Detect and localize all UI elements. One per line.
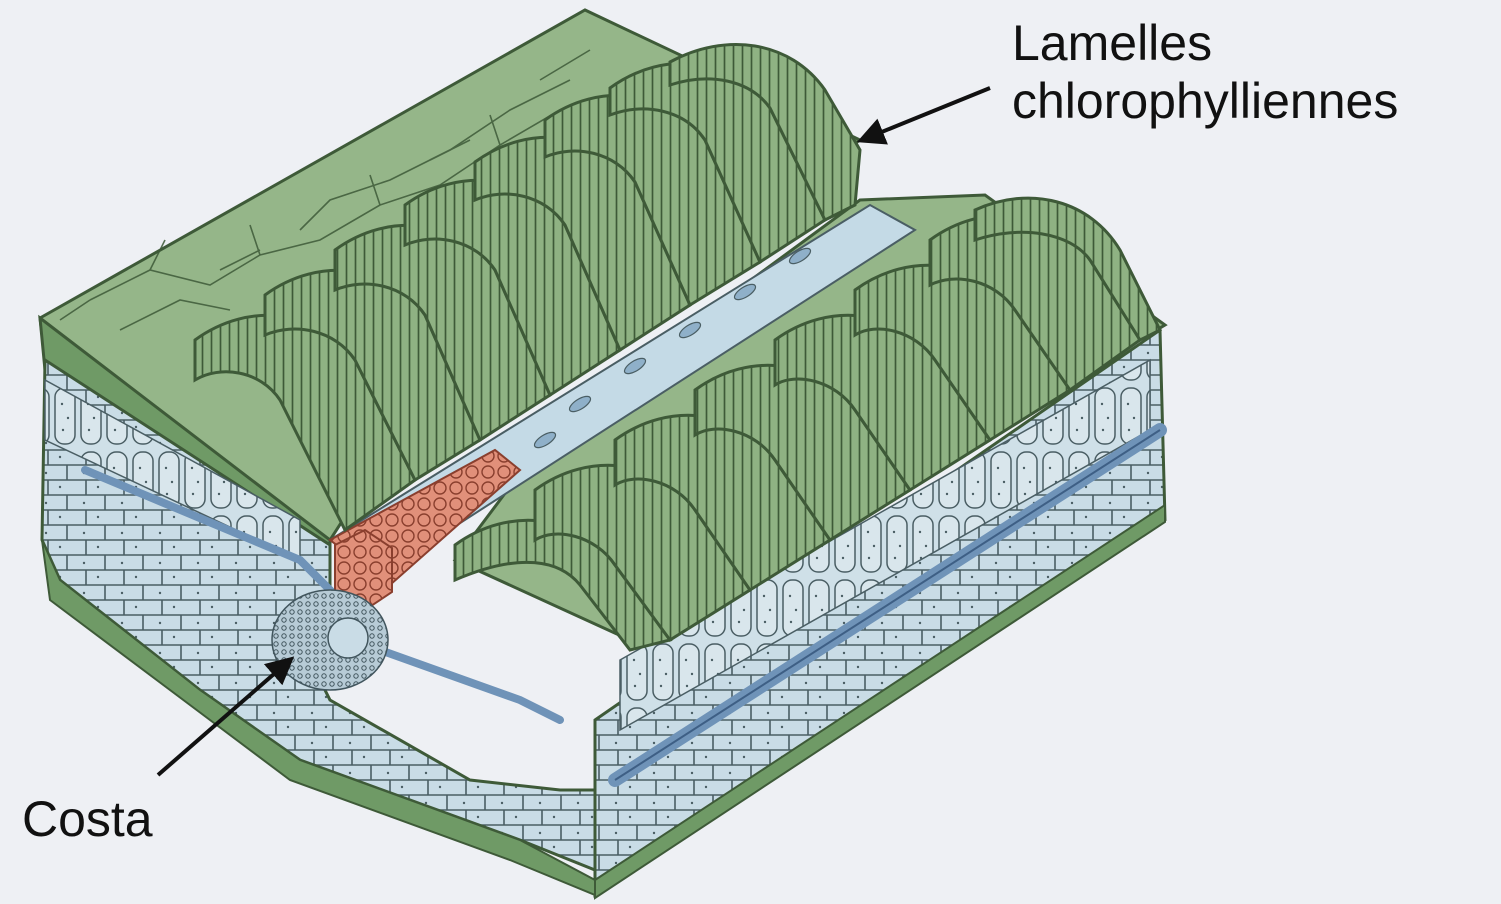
- lamelles-label-line2: chlorophylliennes: [1012, 72, 1398, 130]
- lamelles-label: Lamelles chlorophylliennes: [1012, 14, 1398, 130]
- lamelles-pointer-arrow: [862, 88, 990, 140]
- lamelles-label-line1: Lamelles: [1012, 14, 1398, 72]
- costa-label: Costa: [22, 790, 153, 848]
